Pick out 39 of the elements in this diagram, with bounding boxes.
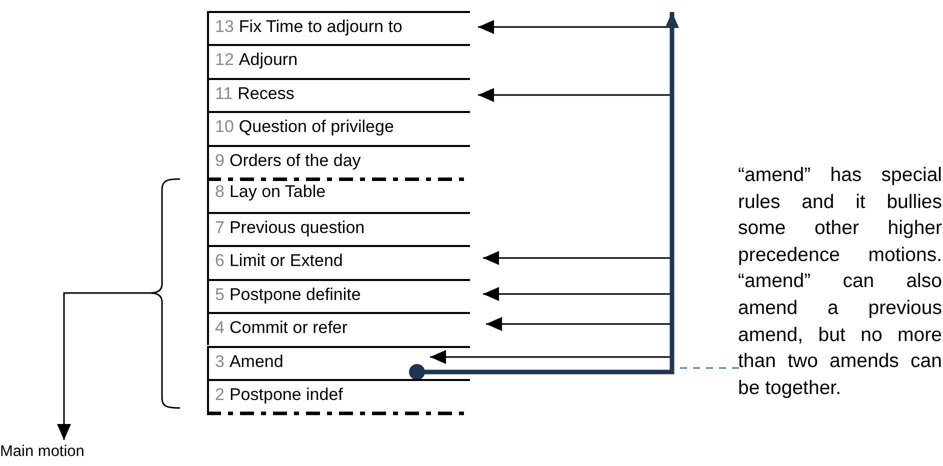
rank-number: 10: [215, 117, 234, 136]
caption-text: Main motion: [0, 443, 84, 461]
motion-name: Previous question: [229, 218, 365, 237]
rank-number: 4: [215, 318, 224, 338]
rank-number: 8: [215, 182, 224, 202]
table-row: [207, 11, 470, 44]
table-row: [207, 346, 470, 379]
table-row: [207, 44, 470, 78]
motion-name: Fix Time to adjourn to: [238, 17, 402, 36]
rank-number: 7: [215, 218, 224, 237]
motion-name: Postpone definite: [229, 284, 361, 304]
rank-number: 6: [215, 251, 224, 270]
motion-name: Recess: [238, 84, 294, 103]
table-row: [207, 278, 470, 312]
table-row: [207, 144, 470, 178]
table-row: [207, 212, 470, 246]
note-text: “amend” has special rules and it bullies some other higher precedence motions. “amend” can also amend a previous amend, but no more than two amends can be together.: [738, 162, 942, 402]
table-row: [207, 245, 470, 279]
rank-number: 13: [215, 17, 234, 36]
table-row: [207, 111, 470, 145]
motion-name: Question of privilege: [238, 117, 394, 136]
rank-number: 12: [215, 50, 234, 70]
motion-name: Postpone indef: [229, 384, 343, 404]
arrow: [57, 292, 150, 440]
motion-name: Commit or refer: [229, 318, 348, 338]
rank-number: 2: [215, 384, 224, 404]
motion-name: Lay on Table: [229, 182, 326, 202]
motion-name: Orders of the day: [229, 150, 361, 170]
bracket: [149, 178, 180, 409]
motion-name: Limit or Extend: [229, 251, 343, 270]
table-row: [207, 78, 470, 112]
motion-name: Amend: [229, 352, 284, 370]
rank-number: 9: [215, 150, 224, 170]
rank-number: 11: [215, 84, 233, 103]
motion-name: Adjourn: [238, 50, 298, 70]
table-row: [207, 378, 470, 412]
table-row: [207, 312, 470, 346]
rank-number: 3: [215, 352, 224, 370]
rank-number: 5: [215, 284, 224, 304]
